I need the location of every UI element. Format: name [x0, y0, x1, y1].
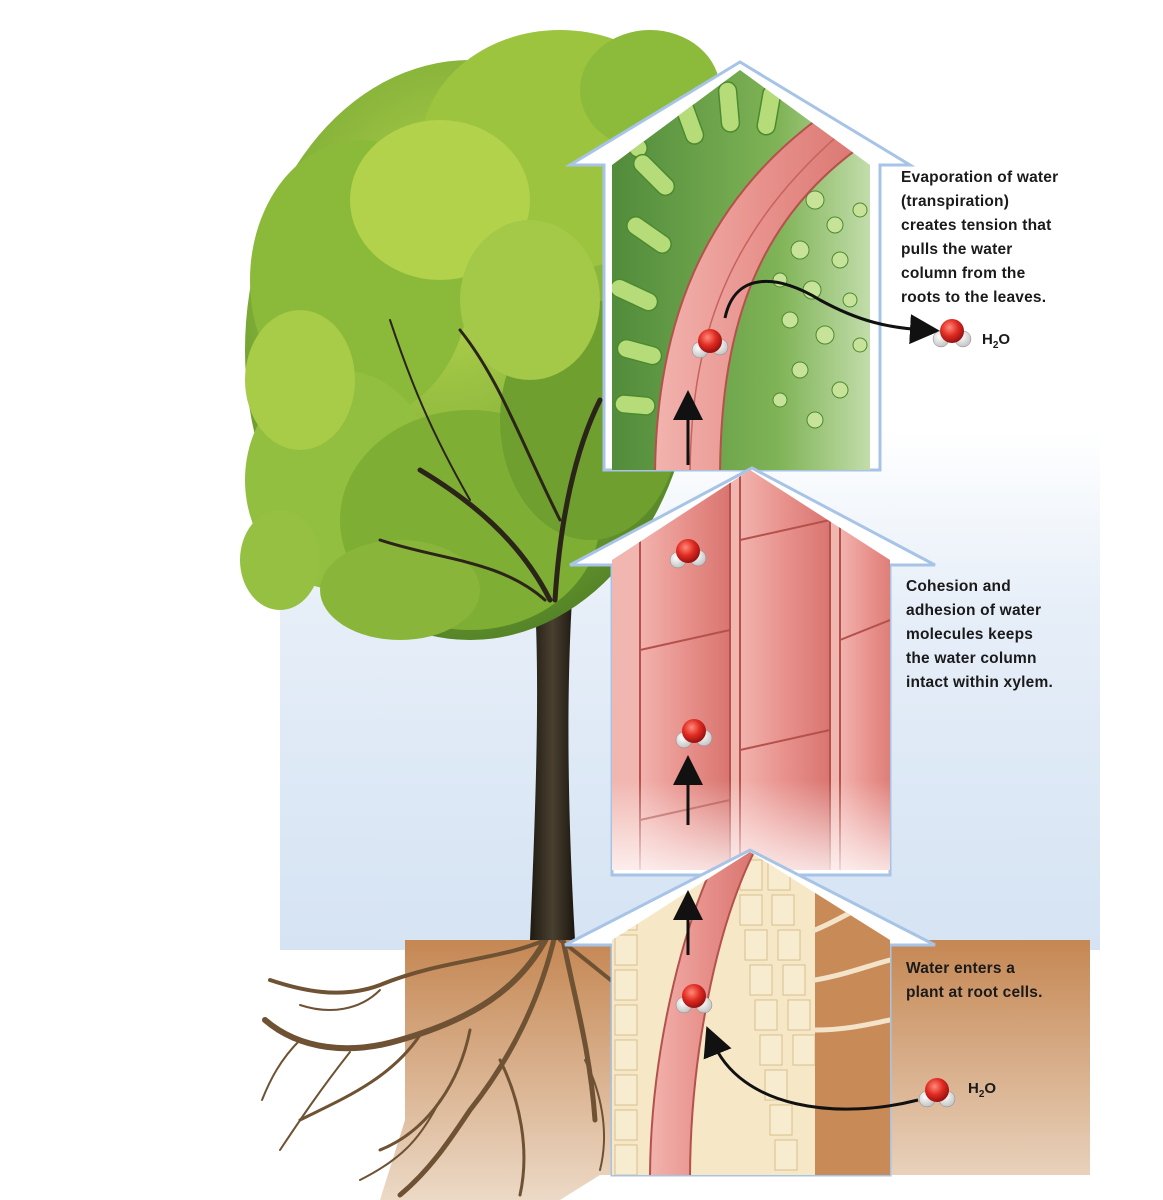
water-molecule-top: [932, 319, 972, 348]
tree-trunk: [530, 600, 575, 940]
cohesion-label: Cohesion and adhesion of water molecules…: [906, 578, 1053, 691]
flow-arrows: [673, 280, 940, 1111]
root-entry-label: Water enters a plant at root cells.: [906, 960, 1043, 1001]
water-molecule-xylem-2: [675, 719, 713, 749]
tree-roots: [261, 932, 642, 1198]
water-molecule-root: [675, 984, 713, 1014]
tree-canopy: [240, 30, 720, 640]
tree-branches: [378, 319, 603, 603]
water-molecule-xylem-1: [669, 539, 707, 569]
xylem-vessels: [612, 470, 890, 870]
h2o-label-top: H2O: [982, 331, 1011, 351]
h2o-label-bottom: H2O: [968, 1080, 997, 1100]
water-molecule-bottom: [918, 1078, 956, 1108]
transpiration-label: Evaporation of water (transpiration) cre…: [901, 169, 1059, 306]
water-molecule-leaf: [691, 329, 729, 359]
